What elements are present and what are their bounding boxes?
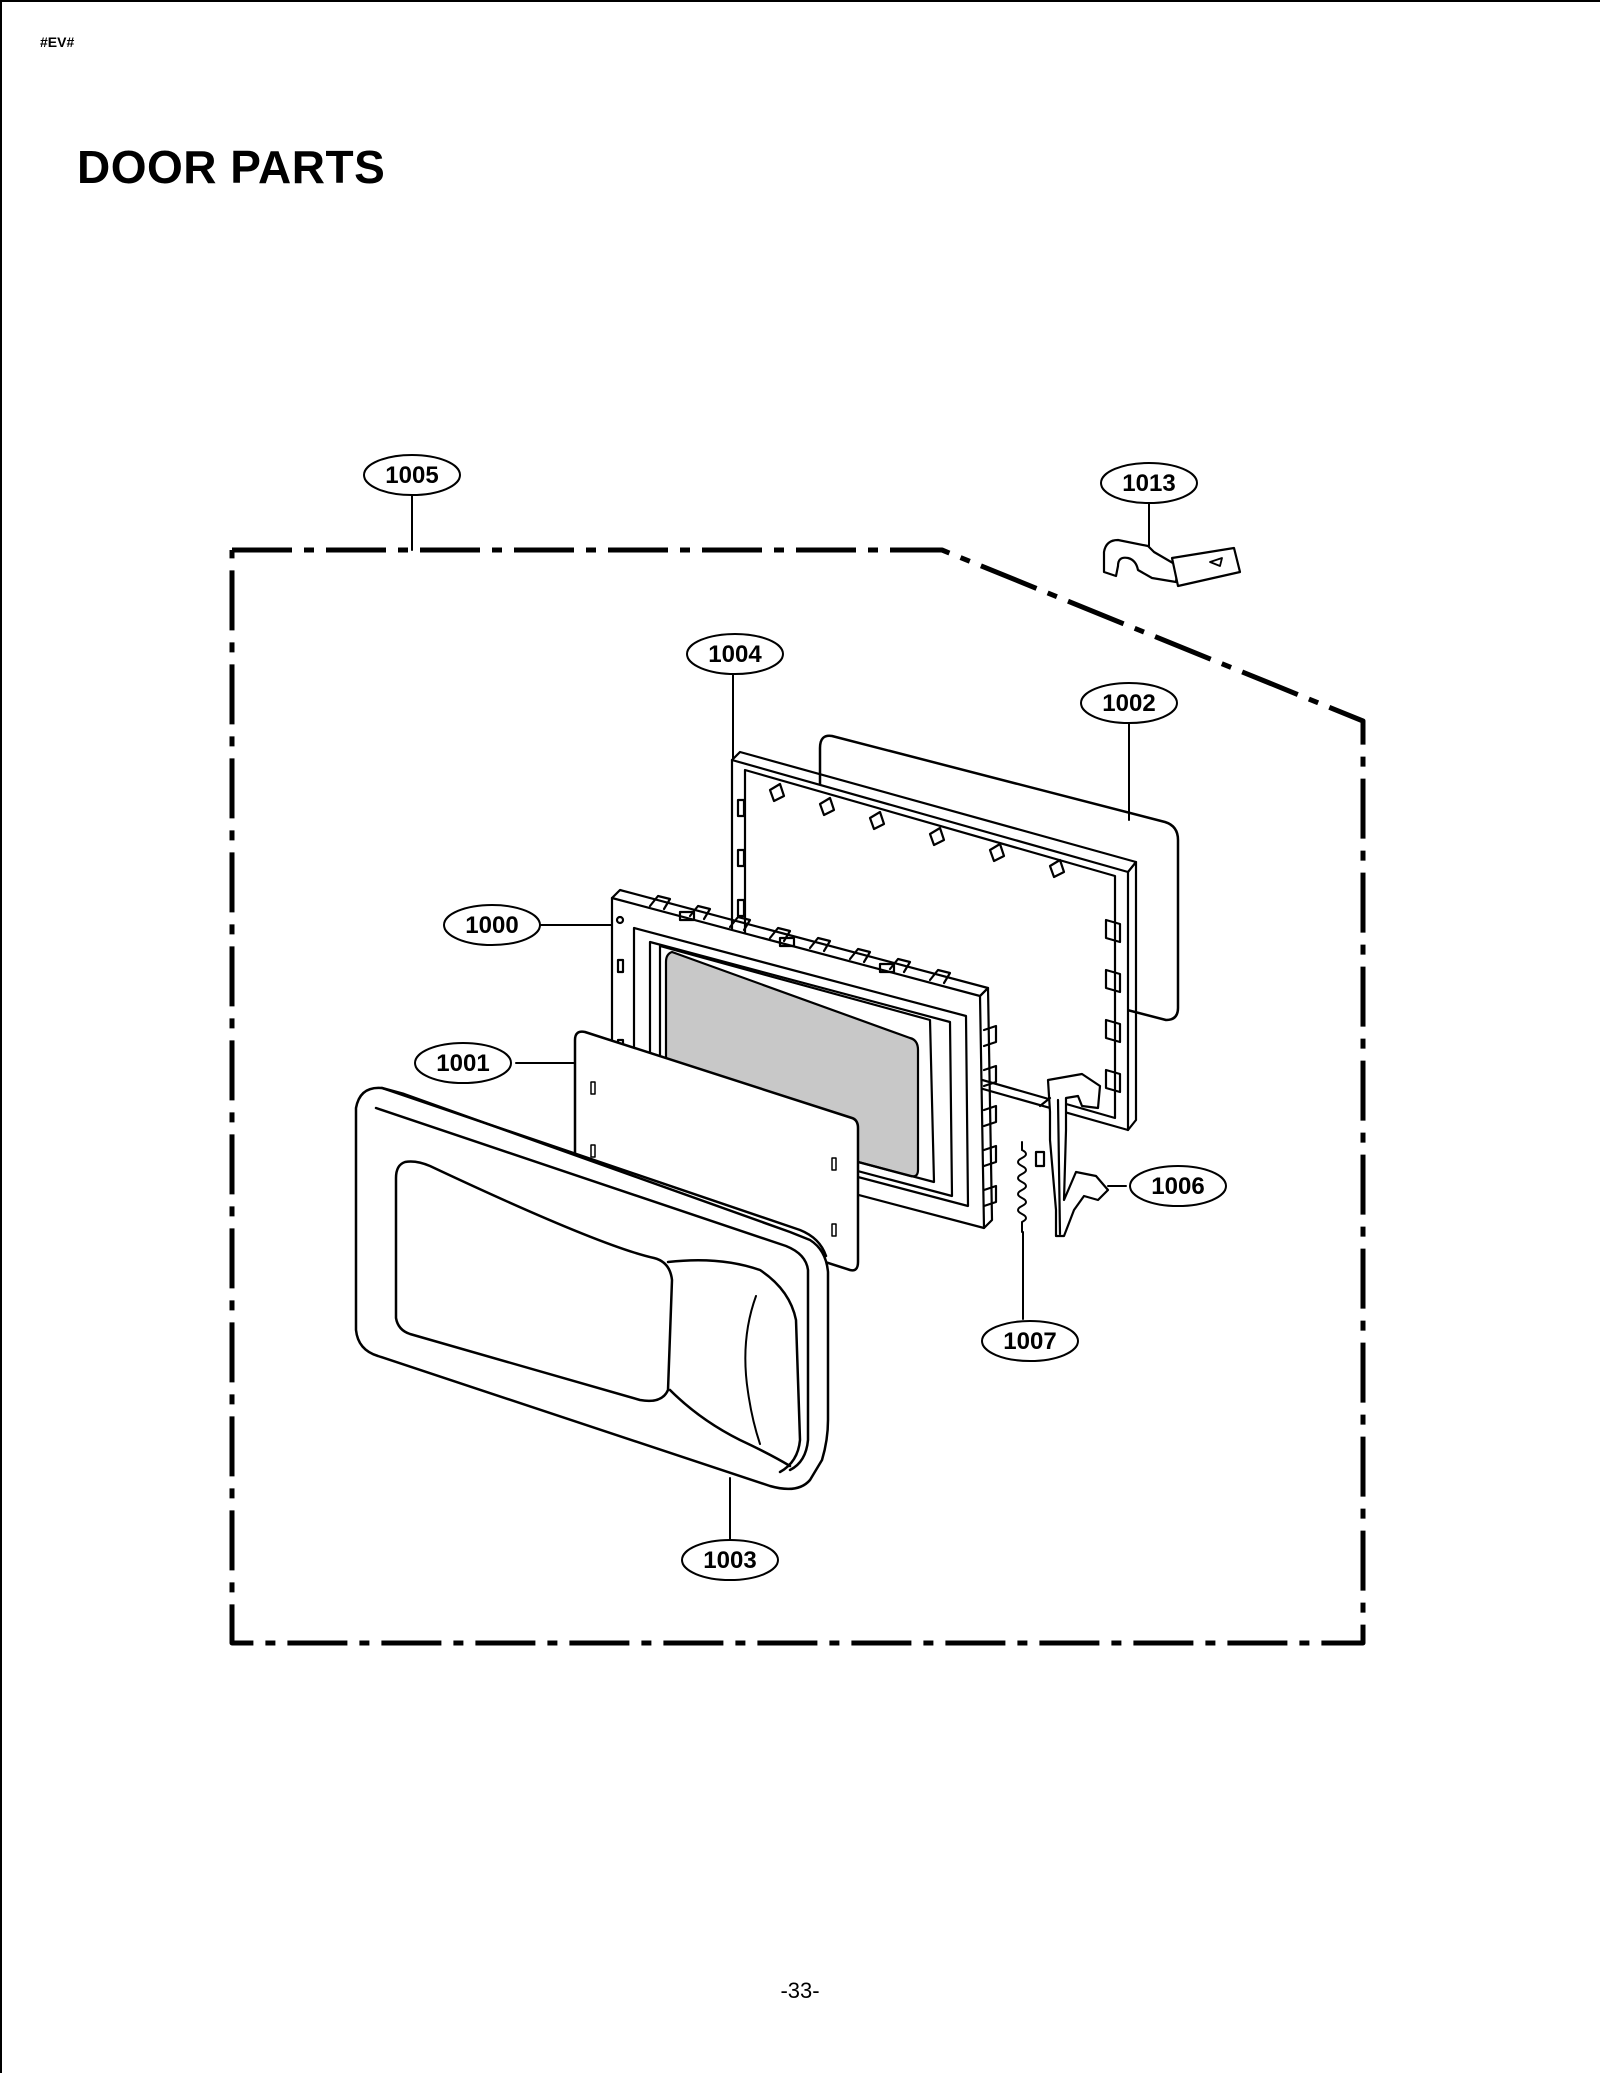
svg-text:1013: 1013 xyxy=(1122,470,1175,497)
callout-1013: 1013 xyxy=(1100,462,1198,504)
part-1006-latch xyxy=(1034,1072,1110,1238)
leader-lines xyxy=(411,492,1150,1541)
svg-text:1005: 1005 xyxy=(385,462,438,489)
callout-1005: 1005 xyxy=(363,454,461,496)
callout-1001: 1001 xyxy=(414,1042,512,1084)
svg-text:1000: 1000 xyxy=(465,912,518,939)
page-title: DOOR PARTS xyxy=(77,141,386,193)
part-1007-spring xyxy=(1017,1141,1027,1233)
svg-text:1002: 1002 xyxy=(1102,690,1155,717)
part-1013-hook xyxy=(1102,538,1242,588)
assembly-boundary xyxy=(229,547,1366,1646)
callout-1006: 1006 xyxy=(1129,1165,1227,1207)
callout-1002: 1002 xyxy=(1080,682,1178,724)
callout-1000: 1000 xyxy=(443,904,541,946)
callout-1003: 1003 xyxy=(681,1539,779,1581)
part-1003-door-front xyxy=(354,1086,830,1491)
callout-1007: 1007 xyxy=(981,1320,1079,1362)
svg-text:1004: 1004 xyxy=(708,641,762,668)
svg-text:1003: 1003 xyxy=(703,1547,756,1574)
svg-text:1007: 1007 xyxy=(1003,1328,1056,1355)
svg-text:1001: 1001 xyxy=(436,1050,489,1077)
callout-1004: 1004 xyxy=(686,633,784,675)
svg-text:1006: 1006 xyxy=(1151,1173,1204,1200)
header-code: #EV# xyxy=(40,34,75,50)
page-number: -33- xyxy=(780,1978,820,2003)
part-1001-panel xyxy=(573,1030,860,1272)
